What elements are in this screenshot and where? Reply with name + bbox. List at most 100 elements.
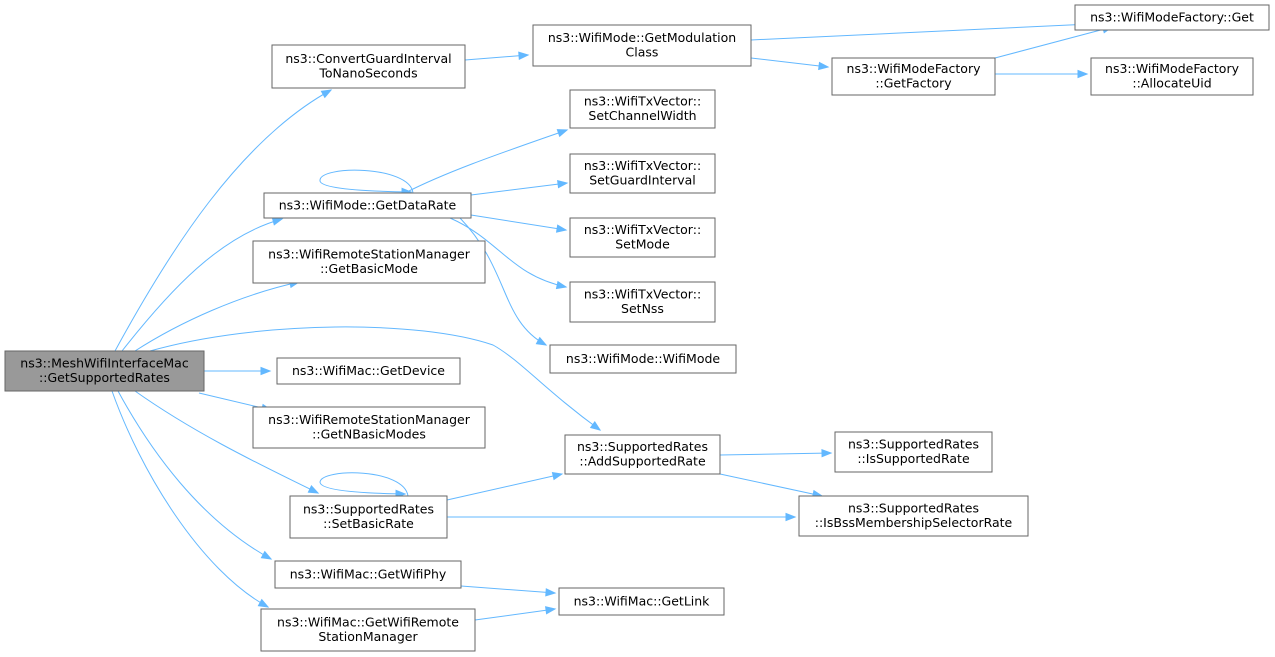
arrowhead-getdatarate-to-wifimode [535, 336, 548, 346]
node-label: SetGuardInterval [589, 173, 696, 188]
arrowhead-getdatarate-to-setgi [557, 179, 569, 189]
arrowhead-setbasic-to-addsupported [551, 471, 564, 481]
arrowhead-root-to-getdatarate [271, 217, 284, 226]
node-issupported[interactable]: ns3::SupportedRates::IsSupportedRate [834, 431, 993, 473]
arrowhead-root-to-getwifiphy [260, 550, 273, 560]
edge-root-to-setbasic [134, 390, 319, 494]
arrowhead-getfactory-to-allocuid [1077, 69, 1089, 79]
arrowhead-root-to-getrsm [257, 598, 270, 608]
arrowhead-getwifiphy-to-getlink [545, 588, 557, 597]
node-setnss[interactable]: ns3::WifiTxVector::SetNss [569, 281, 716, 323]
node-getbasicmode[interactable]: ns3::WifiRemoteStationManager::GetBasicM… [252, 240, 486, 284]
node-getdatarate[interactable]: ns3::WifiMode::GetDataRate [263, 192, 472, 219]
edge-root-to-addsupported [149, 326, 601, 431]
node-label: SetChannelWidth [588, 108, 696, 123]
arrowhead-addsupported-to-issupported [821, 448, 833, 458]
edges-layer [111, 19, 1114, 621]
node-wifimode[interactable]: ns3::WifiMode::WifiMode [549, 344, 737, 374]
edge-getdatarate-to-wifimode [459, 217, 547, 346]
edge-root-to-getbasicmode [134, 281, 300, 352]
node-setchw[interactable]: ns3::WifiTxVector::SetChannelWidth [569, 89, 716, 129]
node-label: ns3::WifiTxVector:: [584, 287, 701, 302]
node-box [569, 281, 716, 323]
edge-addsupported-to-isbss [719, 473, 823, 497]
node-label: ns3::WifiMode::GetModulation [548, 30, 736, 45]
node-box [834, 431, 993, 473]
node-box [252, 406, 486, 449]
arrowhead-convert-to-getmodclass [518, 51, 530, 60]
node-label: ns3::WifiTxVector:: [584, 158, 701, 173]
node-label: ns3::WifiMode::GetDataRate [279, 197, 457, 212]
arrowhead-getrsm-to-getlink [545, 606, 557, 615]
node-label: ::IsSupportedRate [857, 451, 970, 466]
node-label: ns3::WifiTxVector:: [584, 94, 701, 109]
node-root[interactable]: ns3::MeshWifiInterfaceMac::GetSupportedR… [4, 350, 205, 392]
node-box [260, 608, 476, 652]
node-label: ::GetFactory [875, 76, 952, 91]
node-getlink[interactable]: ns3::WifiMac::GetLink [558, 587, 725, 616]
node-getwifiphy[interactable]: ns3::WifiMac::GetWifiPhy [274, 560, 462, 589]
arrowhead-root-to-getdevice [260, 366, 272, 376]
node-getrsm[interactable]: ns3::WifiMac::GetWifiRemoteStationManage… [260, 608, 476, 652]
node-label: ns3::WifiModeFactory [847, 61, 982, 76]
node-label: StationManager [318, 629, 418, 644]
node-box [831, 57, 996, 96]
node-box [252, 240, 486, 284]
node-label: ns3::WifiTxVector:: [584, 222, 701, 237]
node-label: SetNss [621, 301, 664, 316]
node-label: ::AllocateUid [1132, 76, 1211, 91]
node-label: ::SetBasicRate [323, 516, 414, 531]
node-box [1090, 57, 1254, 96]
node-label: SetMode [615, 237, 670, 252]
node-getnbasic[interactable]: ns3::WifiRemoteStationManager::GetNBasic… [252, 406, 486, 449]
node-box [569, 153, 716, 194]
node-setgi[interactable]: ns3::WifiTxVector::SetGuardInterval [569, 153, 716, 194]
node-label: ::GetSupportedRates [39, 370, 170, 385]
arrowhead-root-to-convert [320, 89, 333, 99]
node-isbss[interactable]: ns3::SupportedRates::IsBssMembershipSele… [798, 495, 1029, 537]
edge-getdatarate-to-setchw [404, 129, 568, 194]
node-setbasic[interactable]: ns3::SupportedRates::SetBasicRate [289, 495, 448, 539]
node-box [558, 587, 725, 616]
node-box [276, 357, 461, 385]
edge-getdatarate-to-getdatarate [319, 169, 414, 194]
node-box [549, 344, 737, 374]
node-box [4, 350, 205, 392]
nodes-layer: ns3::MeshWifiInterfaceMac::GetSupportedR… [4, 4, 1270, 652]
edge-convert-to-getmodclass [464, 54, 529, 61]
node-box [274, 560, 462, 589]
node-label: ::GetNBasicModes [312, 427, 426, 442]
node-factoryget[interactable]: ns3::WifiModeFactory::Get [1074, 4, 1270, 31]
node-label: ns3::WifiMode::WifiMode [566, 351, 721, 366]
node-label: Class [626, 45, 659, 60]
node-label: ::IsBssMembershipSelectorRate [815, 515, 1013, 530]
edge-getmodclass-to-getfactory [750, 57, 829, 68]
node-addsupported[interactable]: ns3::SupportedRates::AddSupportedRate [564, 434, 721, 475]
node-getdevice[interactable]: ns3::WifiMac::GetDevice [276, 357, 461, 385]
node-setmode[interactable]: ns3::WifiTxVector::SetMode [569, 217, 716, 258]
node-box [569, 217, 716, 258]
node-box [569, 89, 716, 129]
edge-getfactory-to-factoryget [994, 26, 1113, 59]
node-box [564, 434, 721, 475]
edge-root-to-getrsm [111, 390, 269, 608]
node-label: ns3::WifiMac::GetWifiRemote [277, 615, 459, 630]
edge-getwifiphy-to-getlink [460, 585, 556, 594]
node-box [798, 495, 1029, 537]
node-label: ns3::WifiMac::GetDevice [292, 363, 445, 378]
node-box [1074, 4, 1270, 31]
node-label: ns3::ConvertGuardInterval [285, 51, 451, 66]
edge-root-to-getwifiphy [117, 390, 272, 560]
node-label: ns3::WifiMac::GetLink [574, 593, 711, 608]
arrowhead-getdatarate-to-setchw [556, 129, 569, 138]
node-box [532, 24, 752, 67]
node-label: ns3::WifiRemoteStationManager [268, 412, 471, 427]
arrowhead-setbasic-to-isbss [785, 512, 797, 522]
node-allocuid[interactable]: ns3::WifiModeFactory::AllocateUid [1090, 57, 1254, 96]
edge-setbasic-to-addsupported [446, 473, 563, 501]
node-label: ::GetBasicMode [320, 261, 418, 276]
edge-root-to-getdatarate [121, 218, 283, 352]
node-getfactory[interactable]: ns3::WifiModeFactory::GetFactory [831, 57, 996, 96]
